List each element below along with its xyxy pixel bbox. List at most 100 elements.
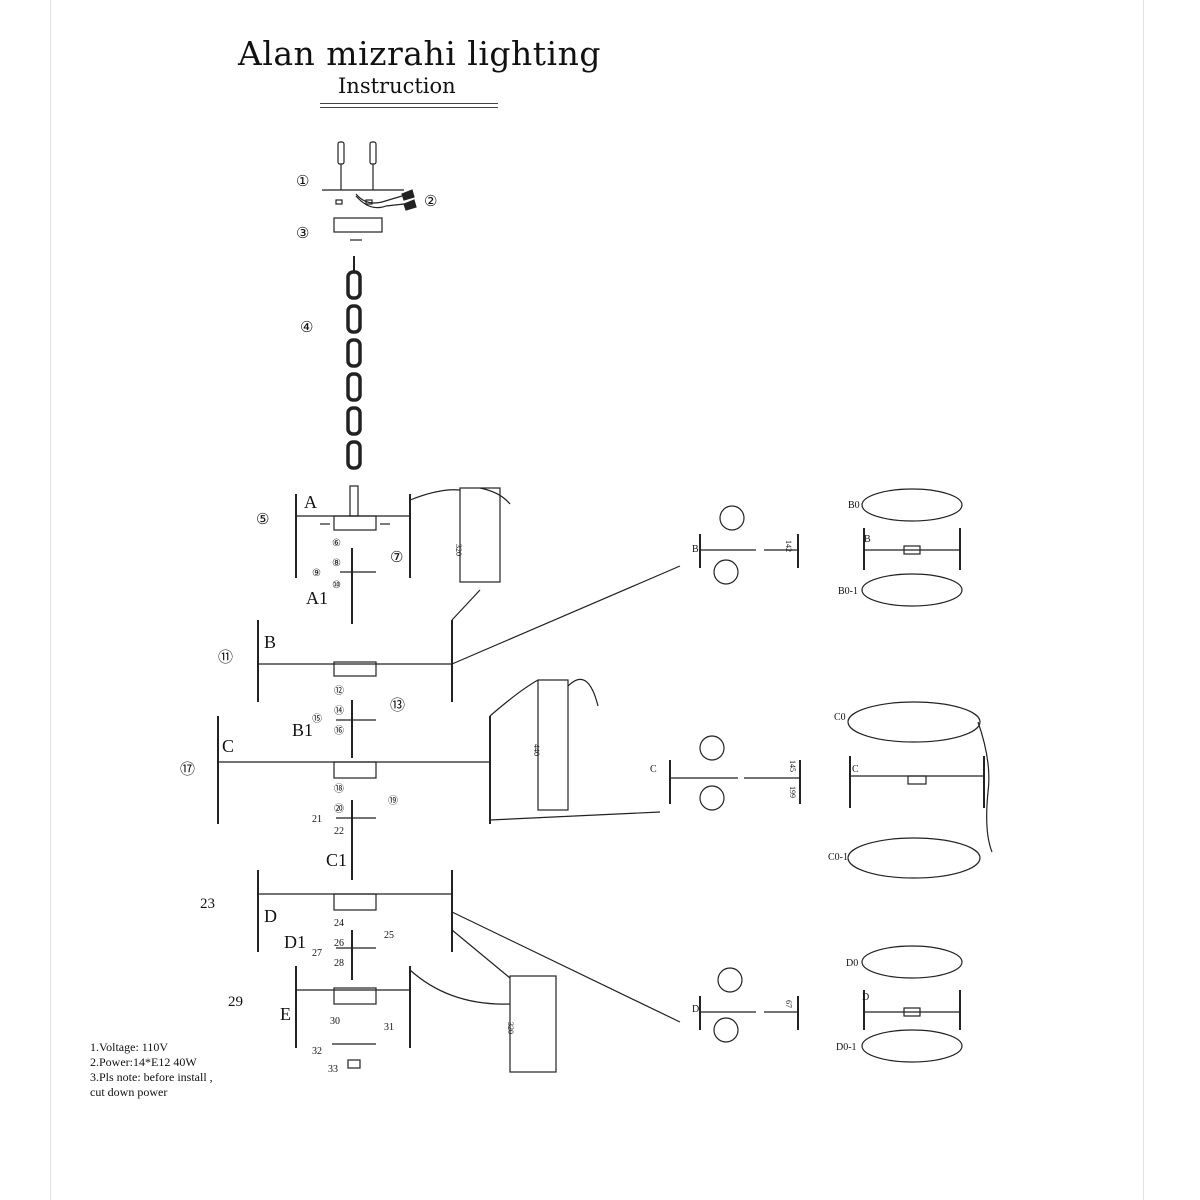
dim-a-shade: 320 xyxy=(454,544,463,556)
tier-c-shade xyxy=(537,679,569,811)
tier-label-a1: A1 xyxy=(306,588,328,608)
callout-18: ⑱ xyxy=(334,783,344,795)
callout-2: ② xyxy=(424,194,437,210)
tier-d xyxy=(257,870,453,980)
dim-c-detail-bottom: 199 xyxy=(788,786,797,798)
tier-c xyxy=(217,716,491,880)
callout-20: ⑳ xyxy=(334,803,344,815)
callout-12: ⑫ xyxy=(334,685,344,697)
callout-22: 22 xyxy=(334,826,344,837)
detail-label-b-bar: B xyxy=(864,534,871,545)
detail-label-b0-1: B0-1 xyxy=(838,586,858,597)
detail-label-c-bar: C xyxy=(852,764,859,775)
callout-labels: ① ② ③ ④ ⑤ ⑥ ⑦ ⑧ ⑨ ⑩ ⑪ ⑫ ⑬ ⑭ ⑮ ⑯ ⑰ ⑱ ⑲ ⑳ … xyxy=(180,174,871,1075)
detail-label-d0-1: D0-1 xyxy=(836,1042,857,1053)
side-label-c: C xyxy=(650,764,657,775)
callout-19: ⑲ xyxy=(388,795,398,807)
dim-d-detail: 67 xyxy=(784,1000,793,1008)
callout-31: 31 xyxy=(384,1022,394,1033)
detail-b-rings xyxy=(861,488,963,607)
callout-11: ⑪ xyxy=(218,649,233,666)
callout-9: ⑨ xyxy=(312,568,321,579)
detail-label-c0: C0 xyxy=(834,712,846,723)
callout-3: ③ xyxy=(296,226,309,242)
sheet-frame xyxy=(50,0,1144,1200)
callout-13: ⑬ xyxy=(390,697,405,714)
tier-a-cord xyxy=(479,487,511,505)
callout-29: 29 xyxy=(228,994,243,1010)
subtitle-underline-2 xyxy=(320,107,498,108)
callout-27: 27 xyxy=(312,948,322,959)
callout-4: ④ xyxy=(300,320,313,336)
callout-5: ⑤ xyxy=(256,512,269,528)
tier-label-b1: B1 xyxy=(292,720,313,740)
callout-24: 24 xyxy=(334,918,344,929)
detail-c xyxy=(669,735,801,811)
tier-c-leader-bottom xyxy=(489,811,661,821)
tier-b-to-a xyxy=(451,589,481,621)
detail-d-rings xyxy=(861,945,963,1063)
callout-21: 21 xyxy=(312,814,322,825)
note-power: 2.Power:14*E12 40W xyxy=(90,1055,197,1069)
tier-a-shade xyxy=(459,487,501,583)
detail-label-c0-1: C0-1 xyxy=(828,852,848,863)
callout-10: ⑩ xyxy=(332,580,341,591)
tier-d-to-e xyxy=(451,929,511,979)
callout-25: 25 xyxy=(384,930,394,941)
callout-7: ⑦ xyxy=(390,550,403,566)
note-warning-cont: cut down power xyxy=(90,1085,168,1099)
detail-label-b0: B0 xyxy=(848,500,860,511)
subtitle-underline xyxy=(320,103,498,104)
tier-e-leader xyxy=(409,969,511,1005)
tier-d-leader xyxy=(451,911,681,1023)
dim-c-detail-top: 145 xyxy=(788,760,797,772)
callout-32: 32 xyxy=(312,1046,322,1057)
detail-d xyxy=(699,967,799,1043)
tier-label-e: E xyxy=(280,1004,291,1024)
callout-33: 33 xyxy=(328,1064,338,1075)
tier-label-d1: D1 xyxy=(284,932,306,952)
mounting-screws xyxy=(337,141,377,190)
chain xyxy=(346,256,362,470)
callout-16: ⑯ xyxy=(334,725,344,737)
tier-a xyxy=(295,485,411,624)
tier-e-shade xyxy=(509,975,557,1073)
tier-a-leader xyxy=(409,489,461,501)
tier-b xyxy=(257,620,453,758)
callout-30: 30 xyxy=(330,1016,340,1027)
detail-b xyxy=(699,505,799,585)
dim-e-shade: 320 xyxy=(506,1022,515,1034)
tier-c-leader-top xyxy=(489,679,539,717)
callout-28: 28 xyxy=(334,958,344,969)
callout-17: ⑰ xyxy=(180,761,195,778)
canopy xyxy=(333,217,383,233)
tier-label-c: C xyxy=(222,736,234,756)
callout-23: 23 xyxy=(200,896,215,912)
page-subtitle: Instruction xyxy=(338,74,456,98)
side-label-d: D xyxy=(692,1004,699,1015)
tier-e xyxy=(295,966,411,1069)
side-label-b: B xyxy=(692,544,699,555)
tier-label-b: B xyxy=(264,632,276,652)
detail-label-d-bar: D xyxy=(862,992,869,1003)
note-warning: 3.Pls note: before install , xyxy=(90,1070,213,1084)
page-title: Alan mizrahi lighting xyxy=(238,34,601,73)
callout-26: 26 xyxy=(334,938,344,949)
tier-c-cord xyxy=(567,678,599,707)
callout-6: ⑥ xyxy=(332,538,341,549)
dim-b-detail: 142 xyxy=(784,540,793,552)
dim-c-shade: 440 xyxy=(532,744,541,756)
tier-label-d: D xyxy=(264,906,277,926)
callout-15: ⑮ xyxy=(312,713,322,725)
tier-label-a: A xyxy=(304,492,317,512)
wire-connectors xyxy=(335,189,417,211)
detail-c-rings xyxy=(847,701,993,879)
spec-notes: 1.Voltage: 110V 2.Power:14*E12 40W 3.Pls… xyxy=(90,1040,213,1100)
tier-b-leader xyxy=(451,565,681,665)
callout-8: ⑧ xyxy=(332,558,341,569)
detail-label-d0: D0 xyxy=(846,958,858,969)
note-voltage: 1.Voltage: 110V xyxy=(90,1040,168,1054)
callout-1: ① xyxy=(296,174,309,190)
